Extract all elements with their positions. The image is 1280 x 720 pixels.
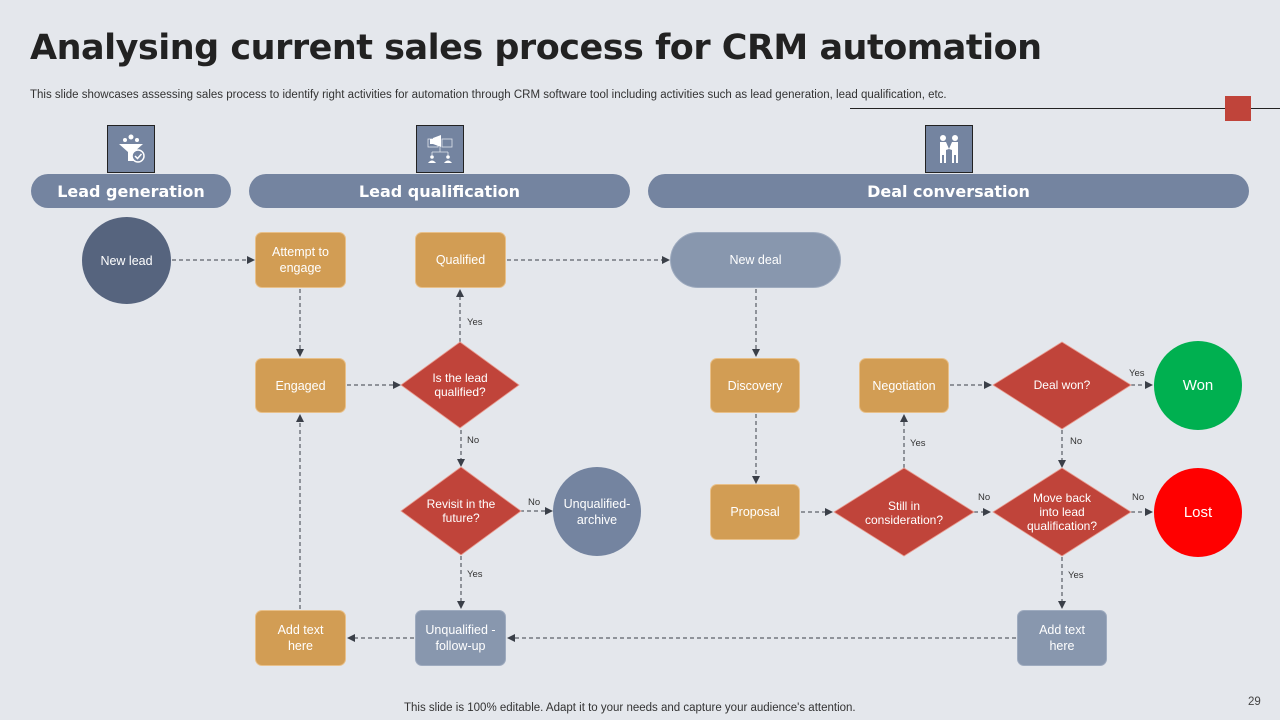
node-new-lead[interactable]: New lead (82, 217, 171, 304)
edge-label-revisit-yes: Yes (467, 569, 483, 580)
phase-lead-generation: Lead generation (31, 174, 231, 208)
edge-label-consideration-no: No (978, 492, 991, 503)
node-engaged[interactable]: Engaged (255, 358, 346, 413)
node-qualified[interactable]: Qualified (415, 232, 506, 288)
label-revisit-future: Revisit in the future? (426, 497, 496, 525)
node-negotiation[interactable]: Negotiation (859, 358, 949, 413)
slide-title: Analysing current sales process for CRM … (30, 28, 1042, 68)
megaphone-team-icon (416, 125, 464, 173)
decision-deal-won (992, 341, 1132, 430)
node-unqualified-follow-up[interactable]: Unqualified -follow-up (415, 610, 506, 666)
edge-label-won-yes: Yes (1129, 368, 1145, 379)
label-still-in-consideration: Still in consideration? (864, 499, 944, 527)
funnel-check-icon (107, 125, 155, 173)
label-deal-won: Deal won? (1033, 378, 1091, 392)
edge-label-revisit-no: No (528, 497, 541, 508)
edge-label-qualified-yes: Yes (467, 317, 483, 328)
slide-footer: This slide is 100% editable. Adapt it to… (404, 702, 856, 714)
edge-label-moveback-yes: Yes (1068, 570, 1084, 581)
decision-is-lead-qualified (400, 341, 520, 429)
node-add-text-right[interactable]: Add text here (1017, 610, 1107, 666)
node-new-deal[interactable]: New deal (670, 232, 841, 288)
node-attempt-to-engage[interactable]: Attempt to engage (255, 232, 346, 288)
page-number: 29 (1248, 696, 1261, 708)
slide-subtitle: This slide showcases assessing sales pro… (30, 89, 947, 101)
node-proposal[interactable]: Proposal (710, 484, 800, 540)
edge-label-consideration-yes: Yes (910, 438, 926, 449)
phase-lead-qualification: Lead qualification (249, 174, 630, 208)
edge-label-qualified-no: No (467, 435, 480, 446)
label-is-lead-qualified: Is the lead qualified? (432, 371, 488, 399)
label-move-back: Move back into lead qualification? (1026, 491, 1098, 533)
node-discovery[interactable]: Discovery (710, 358, 800, 413)
header-divider (850, 108, 1280, 109)
decision-revisit-future (400, 466, 522, 556)
edge-label-moveback-no: No (1132, 492, 1145, 503)
handshake-icon (925, 125, 973, 173)
decision-still-in-consideration (833, 467, 975, 557)
phase-deal-conversation: Deal conversation (648, 174, 1249, 208)
node-lost[interactable]: Lost (1154, 468, 1242, 557)
node-add-text-left[interactable]: Add text here (255, 610, 346, 666)
node-won[interactable]: Won (1154, 341, 1242, 430)
edge-label-won-no: No (1070, 436, 1083, 447)
decision-move-back (992, 467, 1132, 557)
accent-square (1225, 96, 1251, 121)
node-unqualified-archive[interactable]: Unqualified-archive (553, 467, 641, 556)
